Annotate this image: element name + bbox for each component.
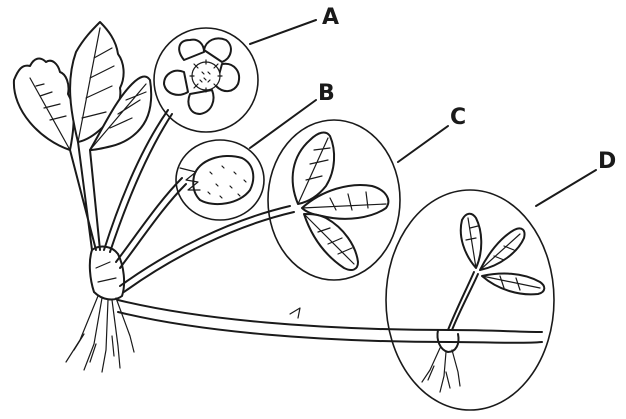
label-b: B (318, 81, 335, 106)
parent-leaf-cluster (14, 22, 151, 250)
parent-crown (90, 247, 124, 300)
label-c: C (450, 105, 466, 130)
callout-line-d (536, 170, 596, 206)
daughter-plant (422, 214, 544, 392)
parent-roots (66, 296, 134, 372)
fruit-illustration (180, 156, 253, 204)
callout-line-b (250, 100, 316, 148)
flower-illustration (164, 38, 239, 114)
trifoliate-leaf-c (293, 133, 389, 270)
callout-line-c (398, 126, 448, 162)
label-a: A (322, 5, 339, 30)
runner-stolon (118, 300, 542, 332)
callout-line-a (250, 20, 316, 44)
label-d: D (598, 149, 616, 174)
